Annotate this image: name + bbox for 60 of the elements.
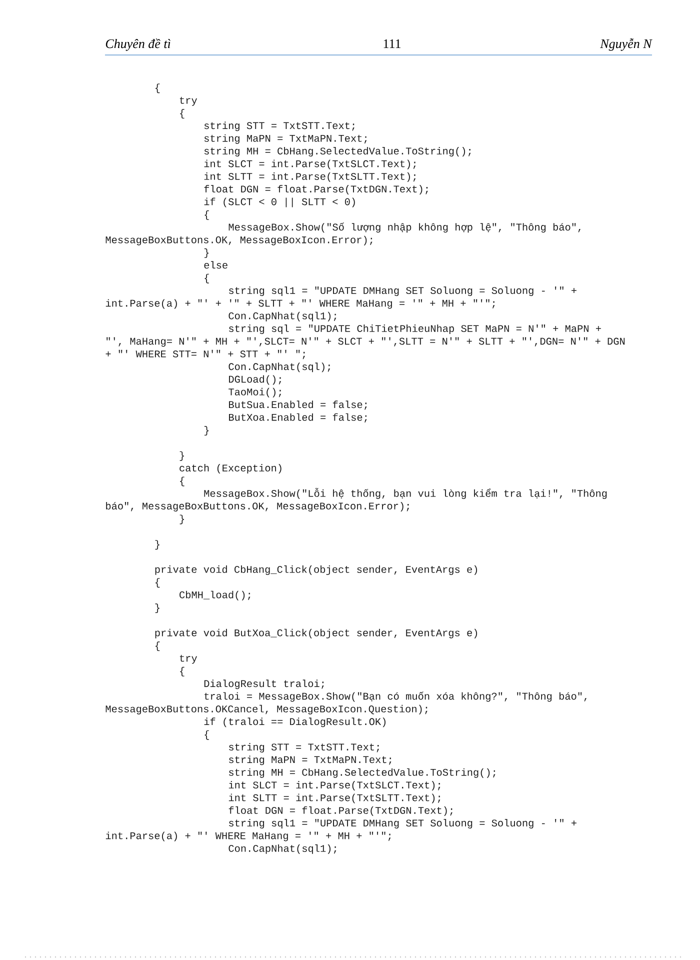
code-line: ButSua.Enabled = false;: [229, 400, 367, 410]
code-line: try: [180, 96, 197, 106]
code-line: int.Parse(a) + "' WHERE MaHang = '" + MH + "'";: [106, 832, 391, 842]
code-line: {: [156, 642, 160, 652]
code-line: private void CbHang_Click(object sender, EventArgs e): [155, 565, 478, 575]
code-line: catch (Exception): [180, 464, 282, 474]
code-line: {: [180, 109, 184, 119]
code-line: ButXoa.Enabled = false;: [229, 413, 367, 422]
code-line: float DGN = float.Parse(TxtDGN.Text);: [204, 185, 428, 195]
code-line: }: [155, 540, 160, 550]
code-line: int SLCT = int.Parse(TxtSLCT.Text);: [204, 160, 416, 170]
code-line: {: [204, 210, 209, 220]
code-line: MessageBoxButtons.OKCancel, MessageBoxIcon.Question);: [106, 704, 428, 714]
code-line: Con.CapNhat(sql1);: [228, 312, 336, 322]
code-line: int SLTT = int.Parse(TxtSLTT.Text);: [228, 794, 440, 804]
code-line: DGLoad();: [229, 375, 282, 385]
code-line: traloi = MessageBox.Show("Bạn có muốn xóa không?", "Thông báo",: [204, 692, 586, 702]
code-line: string sql = "UPDATE ChiTietPhieuNhap SET MaPN = N'" + MaPN +: [229, 324, 601, 334]
code-line: }: [204, 248, 209, 258]
header-text: Nguyễn N: [600, 38, 652, 51]
code-line: "', MaHang= N'" + MH + "',SLCT= N'" + SLCT + "',SLTT = N'" + SLTT + "',DGN= N'" + DGN: [106, 337, 625, 347]
header-text: Chuyên đề tì: [106, 38, 170, 51]
code-line: if (SLCT < 0 || SLTT < 0): [204, 198, 355, 208]
code-line: + "' WHERE STT= N'" + STT + "' ";: [106, 350, 305, 360]
code-line: CbMH_load();: [180, 590, 250, 600]
code-line: string MaPN = TxtMaPN.Text;: [229, 756, 392, 766]
header-text: 111: [384, 39, 400, 48]
code-line: int SLCT = int.Parse(TxtSLCT.Text);: [228, 781, 440, 791]
code-line: DialogResult traloi;: [204, 680, 324, 690]
code-line: string STT = TxtSTT.Text;: [204, 122, 354, 132]
code-line: TaoMoi();: [228, 388, 282, 398]
code-line: int SLTT = int.Parse(TxtSLTT.Text);: [204, 172, 416, 182]
code-line: báo", MessageBoxButtons.OK, MessageBoxIcon.Error);: [106, 502, 409, 512]
code-line: {: [204, 730, 209, 740]
code-line: Con.CapNhat(sql);: [228, 362, 330, 372]
code-line: string MH = CbHang.SelectedValue.ToString();: [204, 147, 471, 157]
code-line: {: [156, 578, 160, 588]
code-line: try: [180, 654, 197, 664]
code-line: string MH = CbHang.SelectedValue.ToString();: [229, 768, 496, 778]
code-line: int.Parse(a) + "' + '" + SLTT + "' WHERE MaHang = '" + MH + "'";: [106, 299, 495, 309]
code-line: {: [180, 666, 184, 676]
code-line: else: [204, 261, 228, 269]
code-line: }: [180, 514, 184, 524]
code-line: string sql1 = "UPDATE DMHang SET Soluong = Soluong - '" +: [229, 286, 576, 296]
code-line: MessageBox.Show("Lỗi hệ thống, bạn vui lòng kiểm tra lại!", "Thông: [204, 488, 607, 499]
code-line: Con.CapNhat(sql1);: [228, 844, 336, 854]
code-line: float DGN = float.Parse(TxtDGN.Text);: [228, 806, 452, 816]
code-line: MessageBoxButtons.OK, MessageBoxIcon.Error);: [106, 236, 372, 246]
code-line: {: [204, 274, 209, 284]
code-line: if (traloi == DialogResult.OK): [204, 718, 386, 728]
code-line: }: [180, 451, 184, 461]
code-line: MessageBox.Show("Số lượng nhập không hợp lệ", "Thông báo",: [228, 222, 580, 233]
code-line: }: [155, 604, 160, 614]
code-line: string MaPN = TxtMaPN.Text;: [204, 134, 367, 144]
code-line: {: [180, 476, 184, 486]
code-line: string STT = TxtSTT.Text;: [229, 743, 379, 753]
code-line: private void ButXoa_Click(object sender, EventArgs e): [155, 628, 478, 638]
code-line: string sql1 = "UPDATE DMHang SET Soluong = Soluong - '" +: [229, 819, 576, 829]
code-line: {: [156, 84, 160, 94]
code-line: }: [204, 426, 209, 436]
